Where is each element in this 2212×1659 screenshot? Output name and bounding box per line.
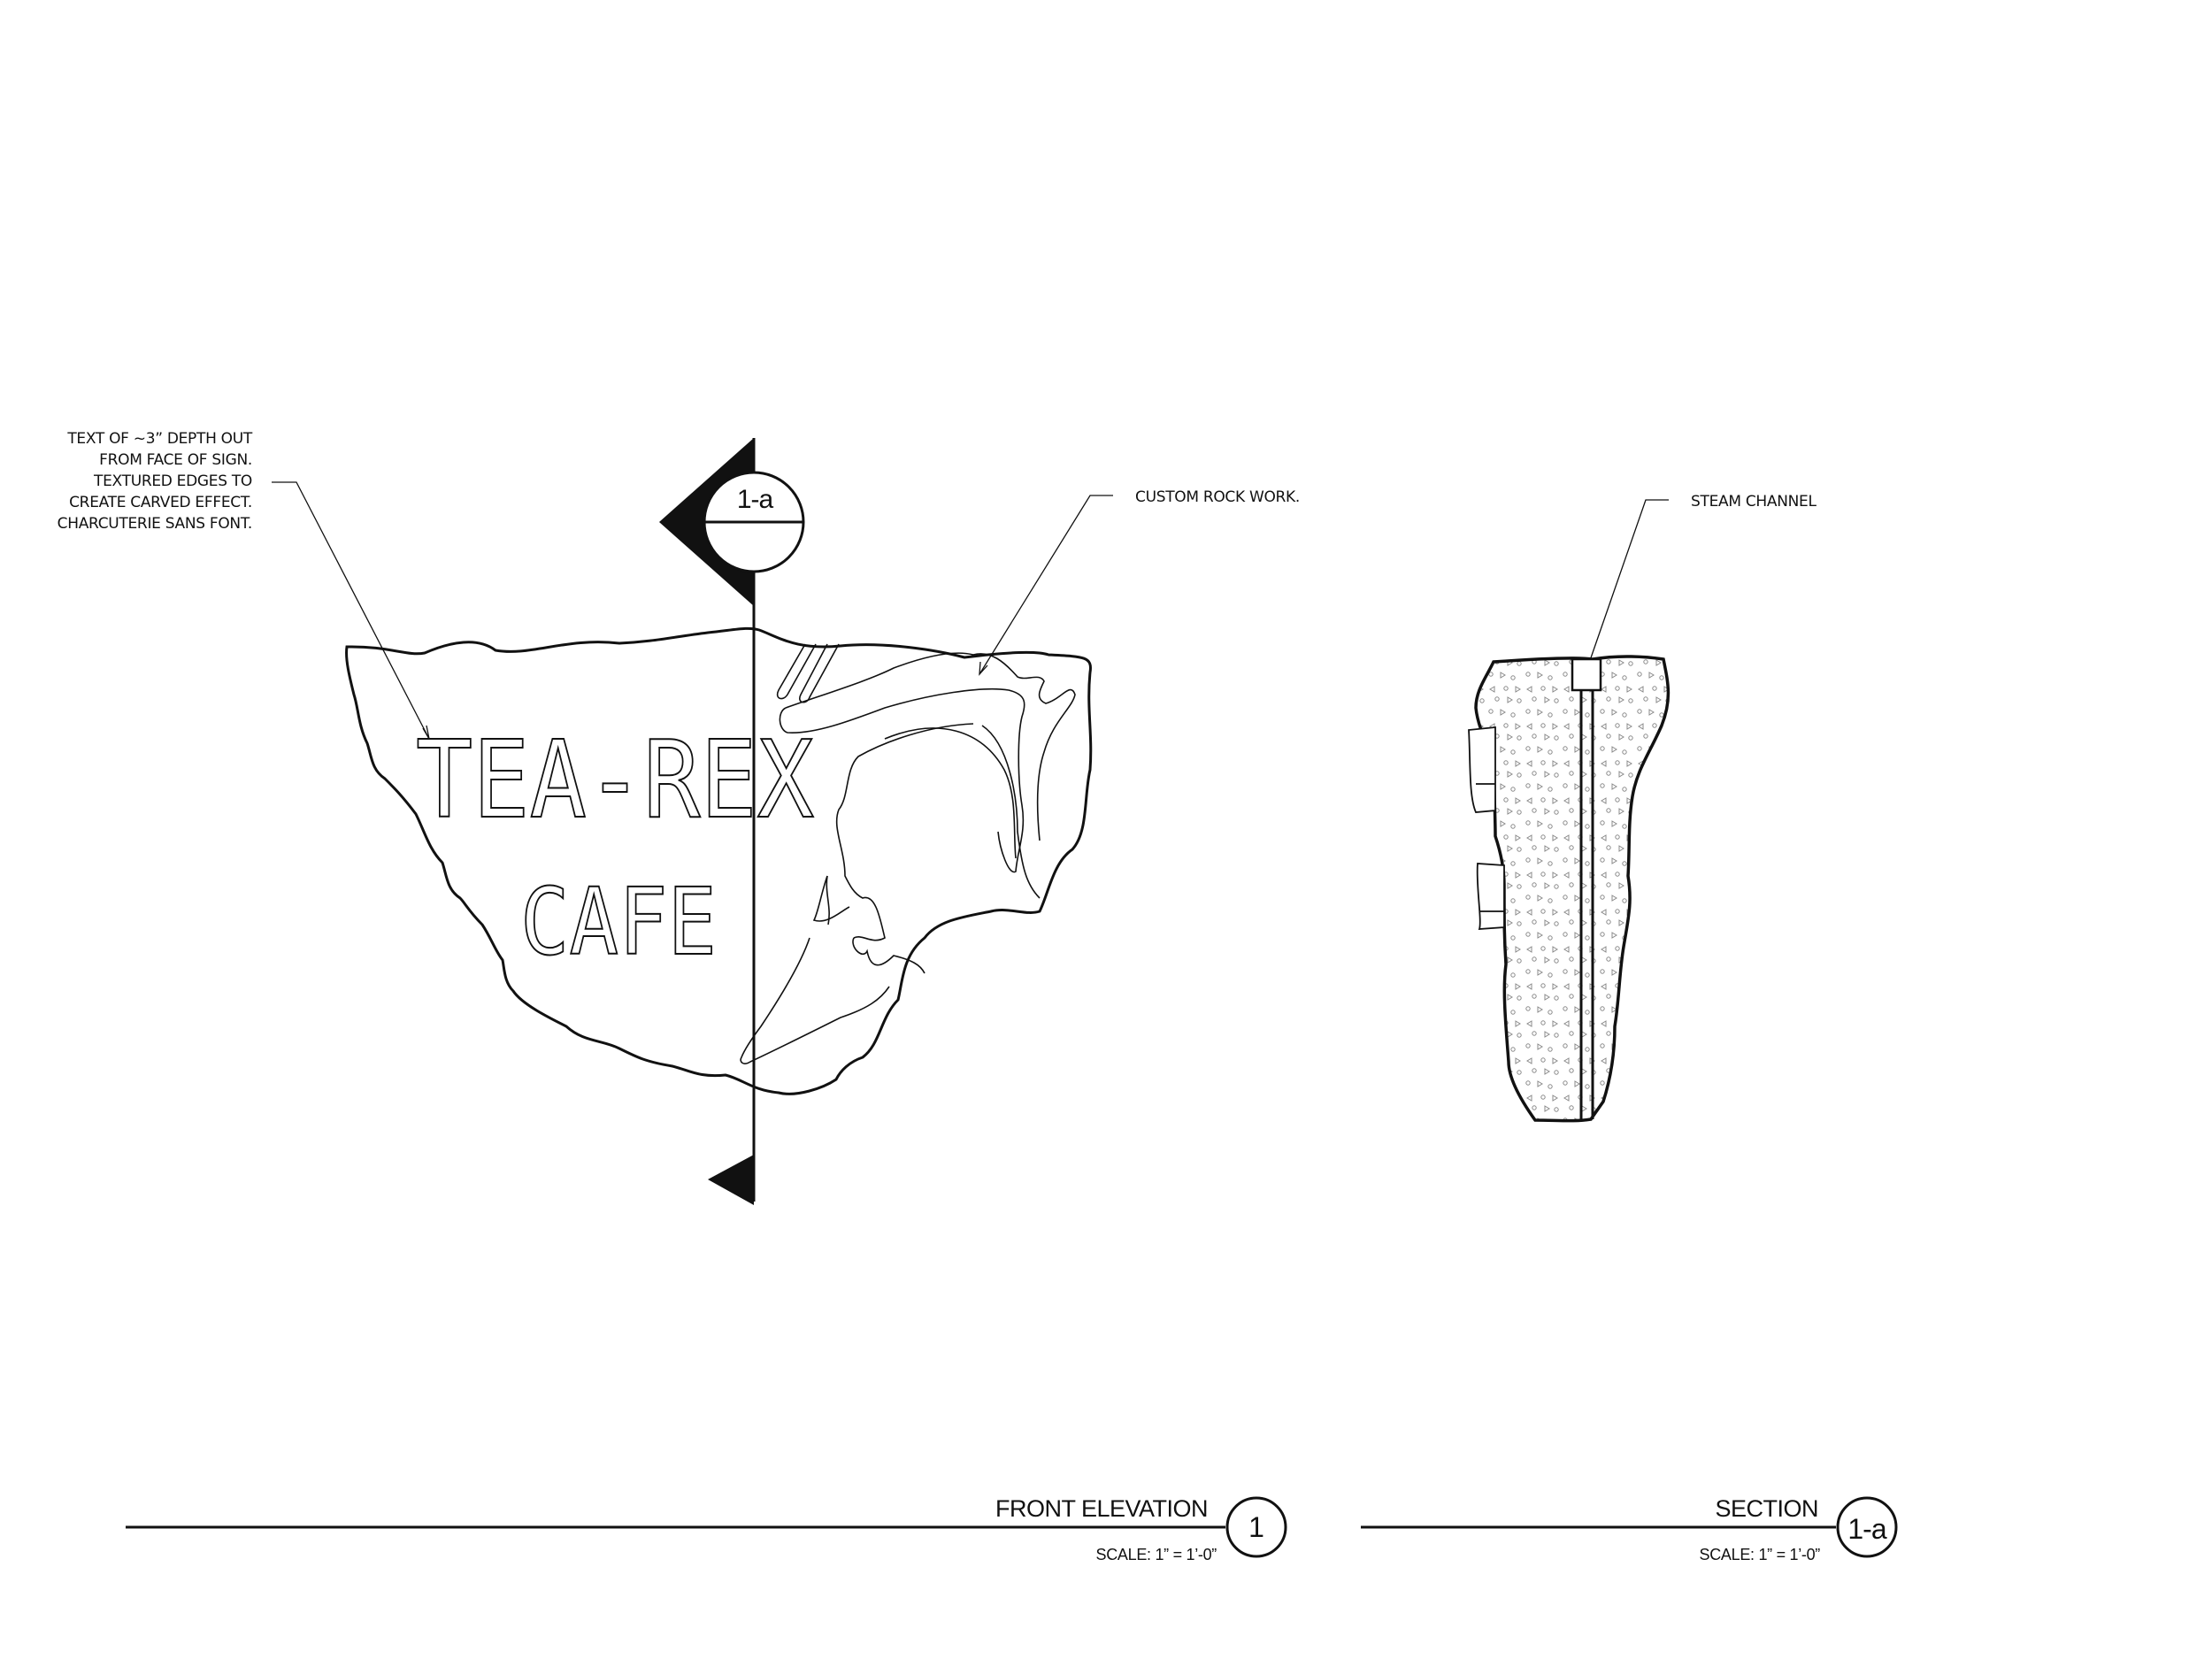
section-view [1468,655,1671,1123]
view-title-section: SECTION [1715,1495,1818,1522]
view-title-front-elevation: FRONT ELEVATION [995,1495,1209,1522]
section-ledge-upper [1468,726,1496,813]
note-line: CREATE CARVED EFFECT. [69,494,252,511]
rock-detail-lines [740,643,1076,1064]
sign-text-note: TEXT OF ~3” DEPTH OUT FROM FACE OF SIGN.… [57,428,253,534]
section-ledge-lower [1476,863,1505,930]
view-scale-front-elevation: SCALE: 1” = 1’-0” [1095,1546,1217,1563]
title-bar-front-elevation [126,1496,1287,1558]
note-line: TEXTURED EDGES TO [94,472,252,490]
view-scale-section: SCALE: 1” = 1’-0” [1699,1546,1821,1563]
note-line: CHARCUTERIE SANS FONT. [57,515,253,533]
section-marker-tag: 1-a [736,485,773,514]
section-cut-bottom-arrow-icon [708,1155,754,1205]
sign-text-line2: CAFE [520,868,717,976]
note-line: FROM FACE OF SIGN. [99,451,252,469]
sign-rock-outline [345,626,1093,1095]
section-rock-body [1474,655,1671,1123]
view-tag-section: 1-a [1847,1513,1886,1545]
note-line: TEXT OF ~3” DEPTH OUT [67,430,252,448]
steam-channel-note: STEAM CHANNEL [1691,493,1816,511]
rock-work-note: CUSTOM ROCK WORK. [1135,488,1301,506]
title-bar-section [1361,1496,1898,1558]
view-tag-front-elevation: 1 [1248,1511,1264,1543]
sign-text-line1: TEA-REX [416,719,814,842]
leader-sign-text [272,481,430,740]
leader-rock-work [979,495,1113,676]
section-cut-line [659,438,805,1205]
leader-steam-channel [1584,499,1669,670]
